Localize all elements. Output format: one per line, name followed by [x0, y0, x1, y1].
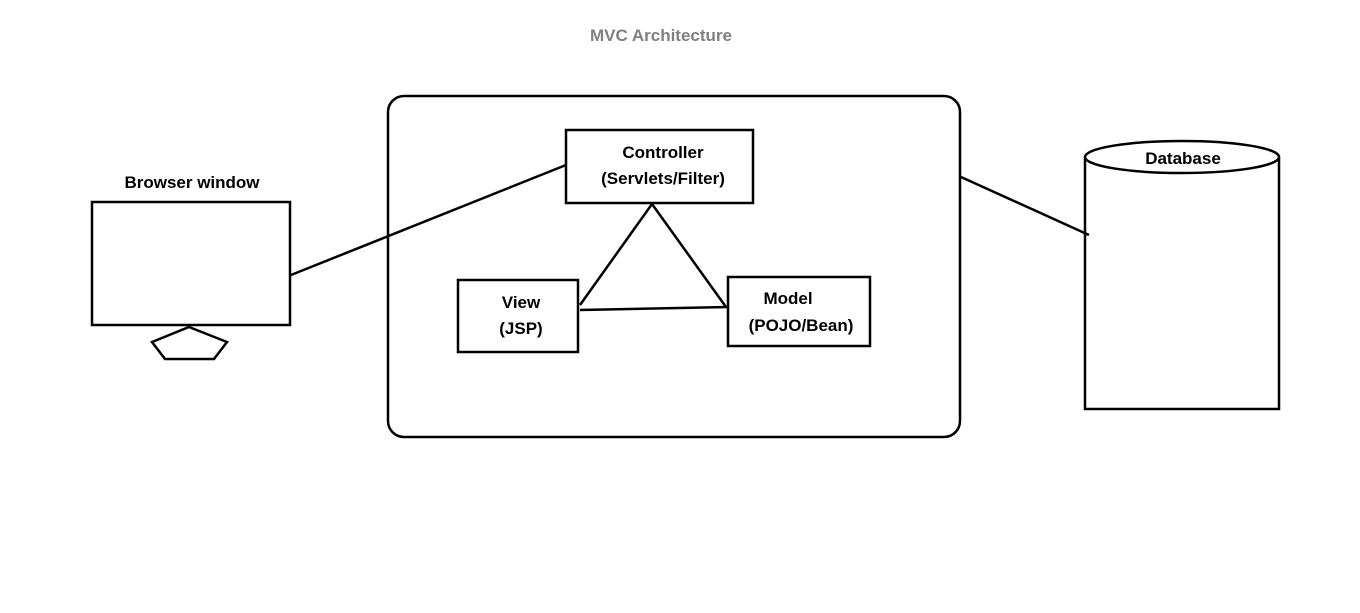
- controller-box: [564, 128, 755, 205]
- monitor-stand-icon: [150, 325, 229, 361]
- controller-subtitle: (Servlets/Filter): [601, 169, 725, 188]
- browser-controller-connector: [290, 163, 567, 277]
- view-title: View: [502, 293, 541, 312]
- view-model-connector: [579, 305, 729, 312]
- controller-model-connector: [650, 203, 728, 308]
- view-subtitle: (JSP): [499, 319, 542, 338]
- controller-view-connector: [578, 203, 654, 306]
- diagram-title: MVC Architecture: [590, 26, 732, 45]
- application-container: [386, 94, 962, 439]
- database-label: Database: [1145, 149, 1221, 168]
- view-box: [456, 278, 580, 354]
- model-box: [726, 275, 872, 348]
- browser-label: Browser window: [124, 173, 260, 192]
- container-database-connector: [960, 175, 1090, 237]
- model-title: Model: [763, 289, 812, 308]
- browser-window-screen: [90, 200, 292, 327]
- database-icon: [1083, 139, 1281, 175]
- database-cylinder-body: [1083, 157, 1281, 411]
- model-subtitle: (POJO/Bean): [749, 316, 854, 335]
- controller-title: Controller: [622, 143, 704, 162]
